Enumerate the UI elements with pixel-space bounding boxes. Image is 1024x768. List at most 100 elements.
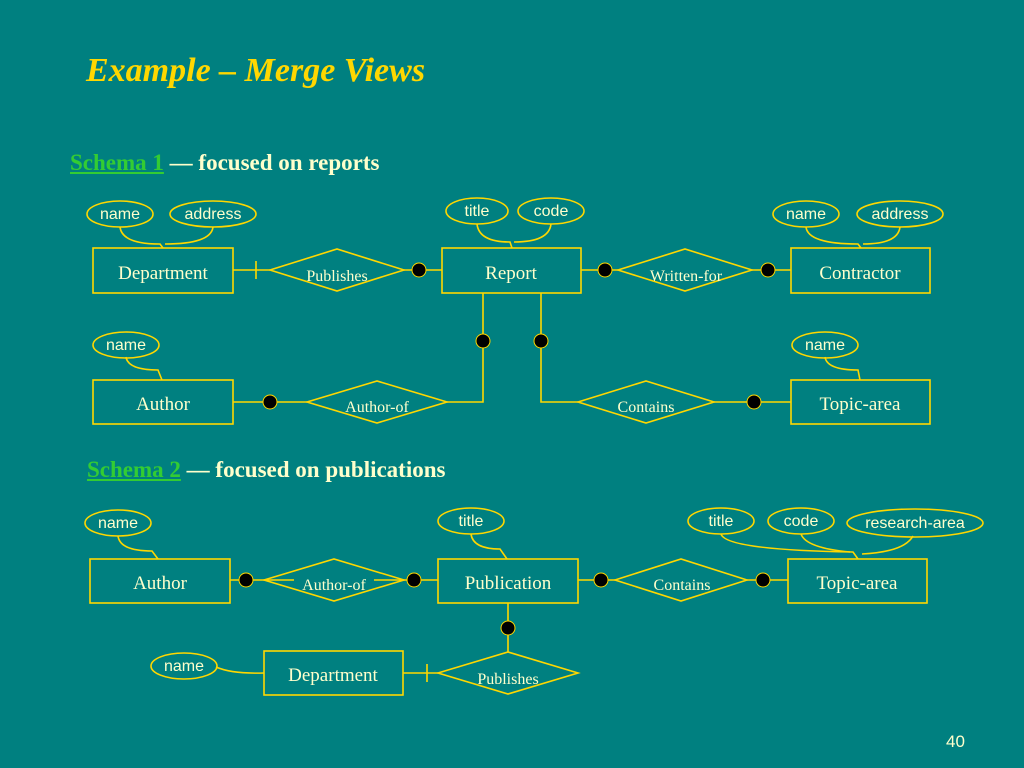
connector-dept-name xyxy=(119,226,164,249)
relationship-publishes[interactable]: Publishes xyxy=(435,651,581,695)
connector-publication-title xyxy=(470,533,508,560)
schema1-heading: Schema 1 — focused on reports xyxy=(70,150,379,176)
attribute-label: name xyxy=(164,658,204,675)
entity-topic-area[interactable]: Topic-area xyxy=(790,379,931,425)
participation-dot xyxy=(500,620,516,636)
page-number: 40 xyxy=(946,732,965,751)
connector-department-name xyxy=(215,666,265,674)
attribute-label: code xyxy=(534,203,569,220)
entity-label: Author xyxy=(136,394,191,415)
attribute-label: name xyxy=(98,515,138,532)
attribute-label: address xyxy=(872,206,929,223)
connector-topic-title xyxy=(720,533,859,560)
schema1-connectors xyxy=(119,223,901,403)
attribute-label: name xyxy=(786,206,826,223)
relationship-label: Contains xyxy=(618,399,675,416)
attribute-label: research-area xyxy=(865,515,965,532)
attribute-department-name[interactable]: name xyxy=(150,652,218,680)
relationship-label: Publishes xyxy=(477,671,538,688)
attribute-contractor-address[interactable]: address xyxy=(856,200,944,228)
entity-label: Department xyxy=(288,665,378,686)
attribute-label: title xyxy=(709,513,734,530)
attribute-label: name xyxy=(100,206,140,223)
participation-dot xyxy=(597,262,613,278)
schema2-heading: Schema 2 — focused on publications xyxy=(87,457,445,483)
relationship-author-of[interactable]: Author-of xyxy=(304,380,450,424)
attribute-topic-code[interactable]: code xyxy=(767,507,835,535)
connector-author-name xyxy=(125,356,163,381)
connector-dept-address xyxy=(164,226,214,245)
schema1-heading-text: — focused on reports xyxy=(163,150,380,175)
attribute-report-code[interactable]: code xyxy=(517,197,585,225)
attribute-author-name[interactable]: name xyxy=(92,331,160,359)
relationship-contains[interactable]: Contains xyxy=(575,380,717,424)
participation-dot xyxy=(593,572,609,588)
schema1-diagram: Department Report Contractor Author Topi… xyxy=(86,197,944,425)
connector-report-title xyxy=(476,223,513,249)
schema2-heading-text: — focused on publications xyxy=(180,457,446,482)
relationship-label: Contains xyxy=(654,577,711,594)
attribute-label: name xyxy=(805,337,845,354)
participation-dot xyxy=(238,572,254,588)
entity-department[interactable]: Department xyxy=(263,650,404,696)
attribute-contractor-name[interactable]: name xyxy=(772,200,840,228)
relationship-contains[interactable]: Contains xyxy=(612,558,750,602)
participation-dot xyxy=(746,394,762,410)
connector-contractor-address xyxy=(862,226,901,245)
connector-author-name xyxy=(117,535,159,560)
connector-topic-research-area xyxy=(861,535,914,555)
connector-report-code xyxy=(513,223,552,243)
schema2-connectors xyxy=(117,533,914,682)
entity-label: Publication xyxy=(465,573,552,594)
participation-dot xyxy=(755,572,771,588)
entity-report[interactable]: Report xyxy=(441,247,582,294)
entity-label: Topic-area xyxy=(817,573,899,594)
participation-dot xyxy=(533,333,549,349)
relationship-publishes[interactable]: Publishes xyxy=(267,248,407,292)
relationship-written-for[interactable]: Written-for xyxy=(615,248,755,292)
entity-publication[interactable]: Publication xyxy=(437,558,579,604)
attribute-label: address xyxy=(185,206,242,223)
attribute-label: code xyxy=(784,513,819,530)
attribute-publication-title[interactable]: title xyxy=(437,507,505,535)
connector-contractor-name xyxy=(805,226,862,249)
entity-label: Contractor xyxy=(819,263,901,284)
participation-dot xyxy=(760,262,776,278)
attribute-topic-title[interactable]: title xyxy=(687,507,755,535)
relationship-label: Author-of xyxy=(345,399,409,416)
relationship-label: Written-for xyxy=(650,268,723,285)
entity-contractor[interactable]: Contractor xyxy=(790,247,931,294)
entity-department[interactable]: Department xyxy=(92,247,234,294)
schema1-link[interactable]: Schema 1 xyxy=(70,150,164,175)
participation-dot xyxy=(262,394,278,410)
entity-label: Author xyxy=(133,573,188,594)
entity-label: Topic-area xyxy=(820,394,902,415)
attribute-department-name[interactable]: name xyxy=(86,200,154,228)
entity-author[interactable]: Author xyxy=(92,379,234,425)
participation-dot xyxy=(406,572,422,588)
attribute-label: name xyxy=(106,337,146,354)
line-authorof-report xyxy=(447,293,484,403)
entity-label: Report xyxy=(485,263,537,284)
schema2-diagram: Author Publication Topic-area Department… xyxy=(84,507,984,696)
attribute-department-address[interactable]: address xyxy=(169,200,257,228)
relationship-label: Publishes xyxy=(306,268,367,285)
attribute-topic-name[interactable]: name xyxy=(791,331,859,359)
attribute-label: title xyxy=(465,203,490,220)
connector-topic-name xyxy=(824,356,861,381)
attribute-author-name[interactable]: name xyxy=(84,509,152,537)
relationship-author-of[interactable]: Author-of xyxy=(261,558,407,602)
entity-label: Department xyxy=(118,263,208,284)
entity-author[interactable]: Author xyxy=(89,558,231,604)
attribute-label: title xyxy=(459,513,484,530)
schema2-link[interactable]: Schema 2 xyxy=(87,457,181,482)
attribute-report-title[interactable]: title xyxy=(445,197,509,225)
entity-topic-area[interactable]: Topic-area xyxy=(787,558,928,604)
participation-dot xyxy=(411,262,427,278)
slide-title: Example – Merge Views xyxy=(86,52,426,89)
relationship-label: Author-of xyxy=(302,577,366,594)
line-report-contains xyxy=(540,293,578,403)
attribute-topic-research-area[interactable]: research-area xyxy=(846,508,984,538)
